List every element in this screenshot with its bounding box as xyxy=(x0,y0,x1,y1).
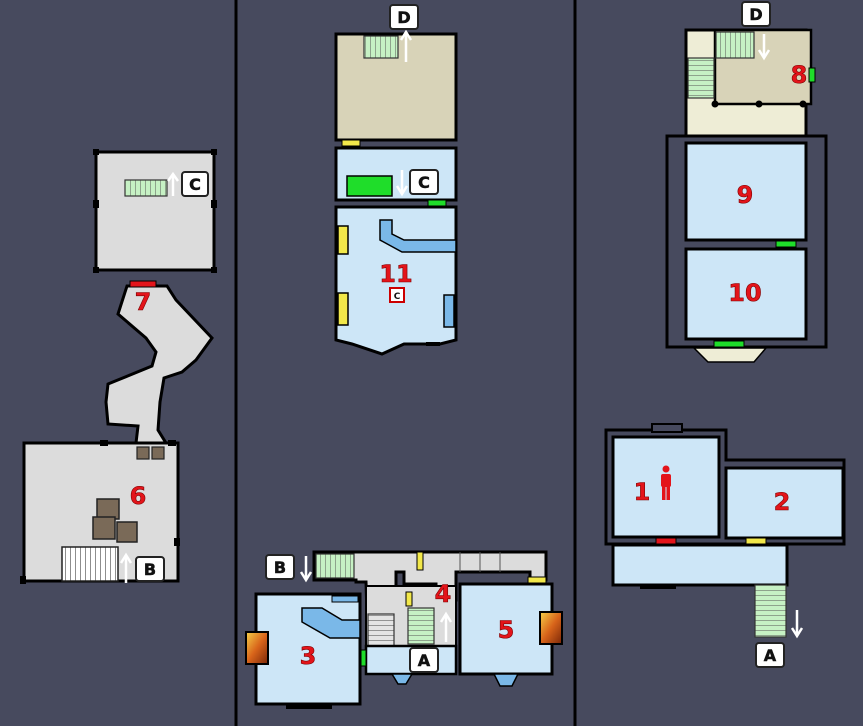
counter xyxy=(301,607,361,639)
door-yellow[interactable] xyxy=(745,537,767,545)
stairs-icon xyxy=(407,607,435,645)
marker-c-label: C xyxy=(189,175,201,194)
marker-b-label: B xyxy=(144,560,156,579)
room-label-3: 3 xyxy=(300,642,317,670)
marker-b-corridor[interactable]: B xyxy=(265,554,295,580)
marker-d-middle[interactable]: D xyxy=(389,4,419,30)
door-green[interactable] xyxy=(713,340,745,348)
marker-c-strip[interactable]: C xyxy=(409,169,439,195)
room-label-10: 10 xyxy=(728,279,761,307)
room-label-11: 11 xyxy=(379,260,412,288)
room-label-6: 6 xyxy=(130,482,147,510)
arrow-icon xyxy=(119,552,133,583)
crate-icon xyxy=(136,446,150,460)
marker-c-room7[interactable]: C xyxy=(181,171,209,197)
counter xyxy=(379,219,457,253)
player-icon xyxy=(661,465,671,500)
room-7-corridor[interactable] xyxy=(104,280,214,445)
door-yellow[interactable] xyxy=(341,139,361,147)
arrow-icon xyxy=(395,170,409,197)
marker-a-right[interactable]: A xyxy=(755,642,785,668)
marker-a-middle[interactable]: A xyxy=(409,647,439,673)
crate-icon xyxy=(151,446,165,460)
marker-c-small: C xyxy=(394,292,401,302)
stairs-icon xyxy=(363,35,399,59)
marker-d-label: D xyxy=(749,5,762,24)
door-red[interactable] xyxy=(129,280,157,288)
crate-icon xyxy=(116,521,138,543)
door-yellow[interactable] xyxy=(405,591,413,607)
door-red[interactable] xyxy=(655,537,677,545)
hallway-lower[interactable] xyxy=(611,543,804,639)
room-5[interactable] xyxy=(458,582,563,687)
room-6[interactable] xyxy=(20,440,180,584)
marker-c-label: C xyxy=(418,173,430,192)
fireplace-icon xyxy=(245,631,269,665)
stairs-icon xyxy=(687,57,715,99)
room-10[interactable] xyxy=(684,247,808,341)
room-label-7: 7 xyxy=(135,288,152,316)
room-label-8: 8 xyxy=(791,61,808,89)
window xyxy=(337,292,349,326)
arrow-icon xyxy=(439,611,453,642)
window xyxy=(337,225,349,255)
stairs-icon xyxy=(124,179,168,197)
stairs-icon xyxy=(715,31,755,59)
stairs-icon xyxy=(367,613,395,647)
marker-b-room6[interactable]: B xyxy=(135,556,165,582)
room-label-4: 4 xyxy=(435,580,452,608)
arrow-icon xyxy=(757,34,771,61)
door-green[interactable] xyxy=(808,67,816,83)
room-label-9: 9 xyxy=(737,181,754,209)
room-label-2: 2 xyxy=(774,488,791,516)
room-label-1: 1 xyxy=(634,478,651,506)
arrow-icon xyxy=(299,556,313,583)
arrow-icon xyxy=(790,610,804,639)
door-green[interactable] xyxy=(775,240,797,248)
room-label-5: 5 xyxy=(498,616,515,644)
room-7-chamber[interactable] xyxy=(93,149,217,273)
marker-a-label: A xyxy=(764,646,777,665)
door-yellow[interactable] xyxy=(527,576,547,584)
marker-d-right[interactable]: D xyxy=(741,1,771,27)
marker-b-label: B xyxy=(274,558,286,577)
door-yellow[interactable] xyxy=(416,551,424,571)
stairs-icon xyxy=(61,546,119,582)
crate-icon xyxy=(96,498,120,520)
marker-a-label: A xyxy=(418,651,431,670)
stairs-icon xyxy=(754,584,787,638)
stairs-icon xyxy=(315,553,355,579)
room-2[interactable] xyxy=(724,466,845,545)
green-block xyxy=(346,175,393,197)
room-3[interactable] xyxy=(245,592,362,709)
crate-icon xyxy=(92,516,116,540)
item-box xyxy=(389,287,405,303)
arrow-icon xyxy=(399,29,413,62)
window xyxy=(443,294,455,328)
room-9[interactable] xyxy=(684,141,808,248)
room-8-building[interactable] xyxy=(684,28,816,143)
fireplace-icon xyxy=(539,611,563,645)
room-upper-tan[interactable] xyxy=(334,29,458,147)
arrow-icon xyxy=(166,171,180,196)
room-11[interactable] xyxy=(334,205,458,356)
room-1[interactable] xyxy=(611,435,721,545)
door-green[interactable] xyxy=(427,199,447,207)
marker-d-label: D xyxy=(397,8,410,27)
